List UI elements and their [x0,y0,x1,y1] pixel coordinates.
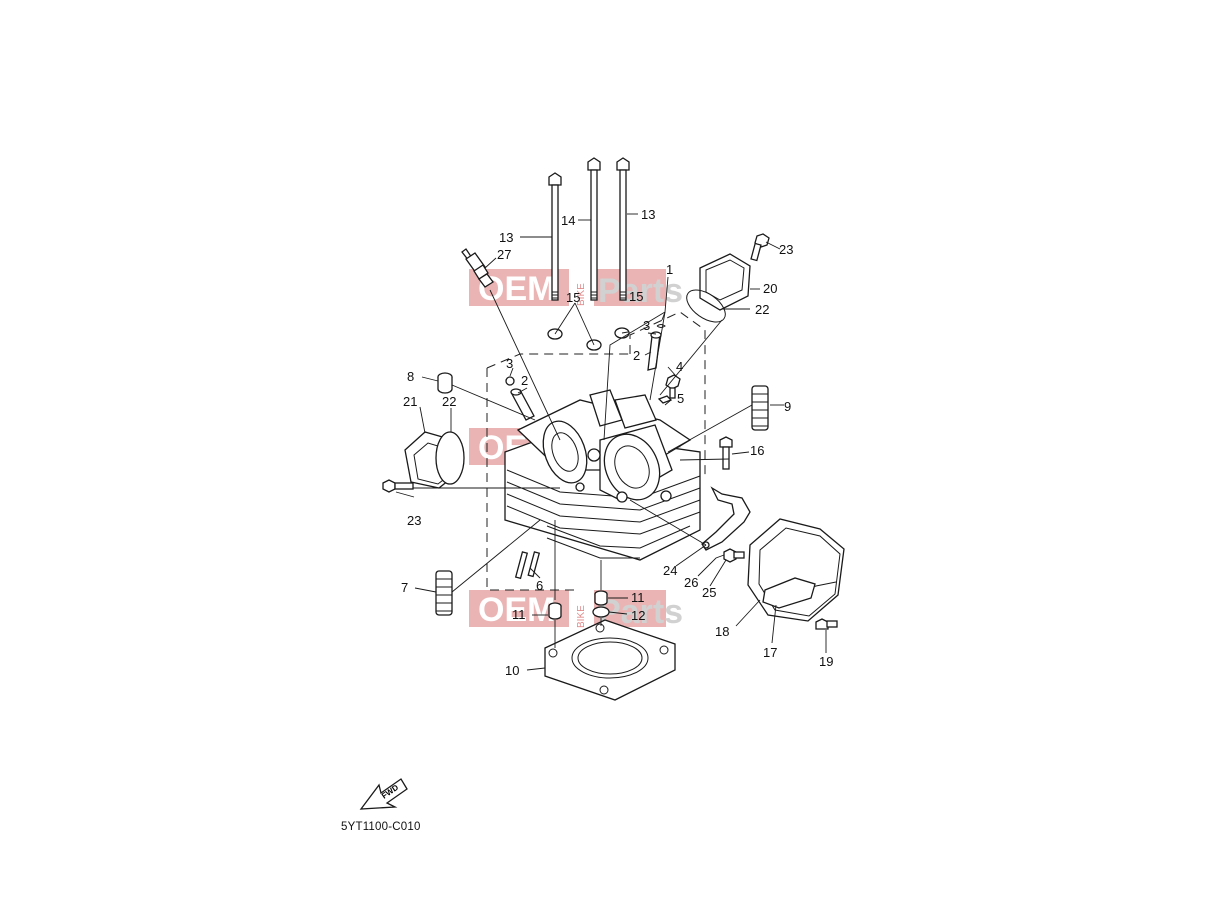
callout-10: 10 [505,663,519,678]
callout-18: 18 [715,624,729,639]
callout-25: 25 [702,585,716,600]
watermark-bike-text: BIKE [576,283,587,306]
callout-4: 4 [676,359,683,374]
clip-3-left [505,376,515,386]
callout-11-left: 11 [512,607,526,622]
forward-arrow-icon: FWD [359,778,408,810]
cylinder-head [504,389,701,561]
spring-7 [435,570,453,616]
cylinder-gasket-10 [544,619,676,701]
callout-6: 6 [536,578,543,593]
callout-15-left: 15 [566,290,580,305]
callout-9: 9 [784,399,791,414]
gasket-17 [762,577,816,609]
callout-3-left: 3 [506,356,513,371]
gasket-22-left [435,431,465,485]
callout-23-right: 23 [779,242,793,257]
valve-guide-2-left [510,388,535,421]
callout-22-left: 22 [442,394,456,409]
callout-11-right: 11 [631,590,645,605]
clip-3-right [656,324,666,328]
cover-20 [699,253,751,311]
callout-16: 16 [750,443,764,458]
dowel-11-left [548,602,562,620]
dowel-11-right [594,590,608,606]
valve-guide-2-right [647,331,662,371]
watermark-parts-text: Parts [598,272,683,310]
watermark-bottom: OEM BIKE Parts [469,590,683,631]
callout-22-right: 22 [755,302,769,317]
bolt-23-right [750,233,770,262]
plug-4 [665,374,681,399]
callout-13-right: 13 [641,207,655,222]
leader-lines [395,213,827,671]
callout-numbers: 1 2 2 3 3 4 5 6 7 8 9 10 11 11 12 13 13 … [401,207,833,678]
callout-14: 14 [561,213,575,228]
o-ring-22-right [686,289,726,323]
bolt-25 [723,548,745,563]
callout-2-right: 2 [633,348,640,363]
bolt-23-left [382,479,414,493]
callout-26: 26 [684,575,698,590]
callout-1: 1 [666,262,673,277]
washer-12 [592,606,610,618]
diagram-code: 5YT1100-C010 [341,821,421,833]
callout-20: 20 [763,281,777,296]
watermark-bike-text: BIKE [576,605,587,628]
bolt-16 [719,436,733,470]
watermark-oem-text: OEM [478,270,555,308]
callout-3-right: 3 [643,318,650,333]
callout-2-left: 2 [521,373,528,388]
callout-27: 27 [497,247,511,262]
watermark-oem-text: OEM [478,591,555,629]
callout-23-left: 23 [407,513,421,528]
callout-15-right: 15 [629,289,643,304]
stud-bolt-6 [514,551,541,580]
head-bolt-13-left [548,172,562,301]
callout-21: 21 [403,394,417,409]
gasket-24 [701,486,751,551]
callout-19: 19 [819,654,833,669]
callout-7: 7 [401,580,408,595]
dowel-8 [437,372,453,394]
head-bolt-14 [587,157,601,301]
head-bolt-13-right [616,157,630,301]
callout-12: 12 [631,608,645,623]
callout-8: 8 [407,369,414,384]
bolt-19 [815,618,838,630]
callout-24: 24 [663,563,677,578]
callout-17: 17 [763,645,777,660]
spring-9 [751,385,769,431]
cam-cover-18 [747,518,845,622]
spark-plug-27 [461,248,494,288]
callout-5: 5 [677,391,684,406]
callout-13-left: 13 [499,230,513,245]
